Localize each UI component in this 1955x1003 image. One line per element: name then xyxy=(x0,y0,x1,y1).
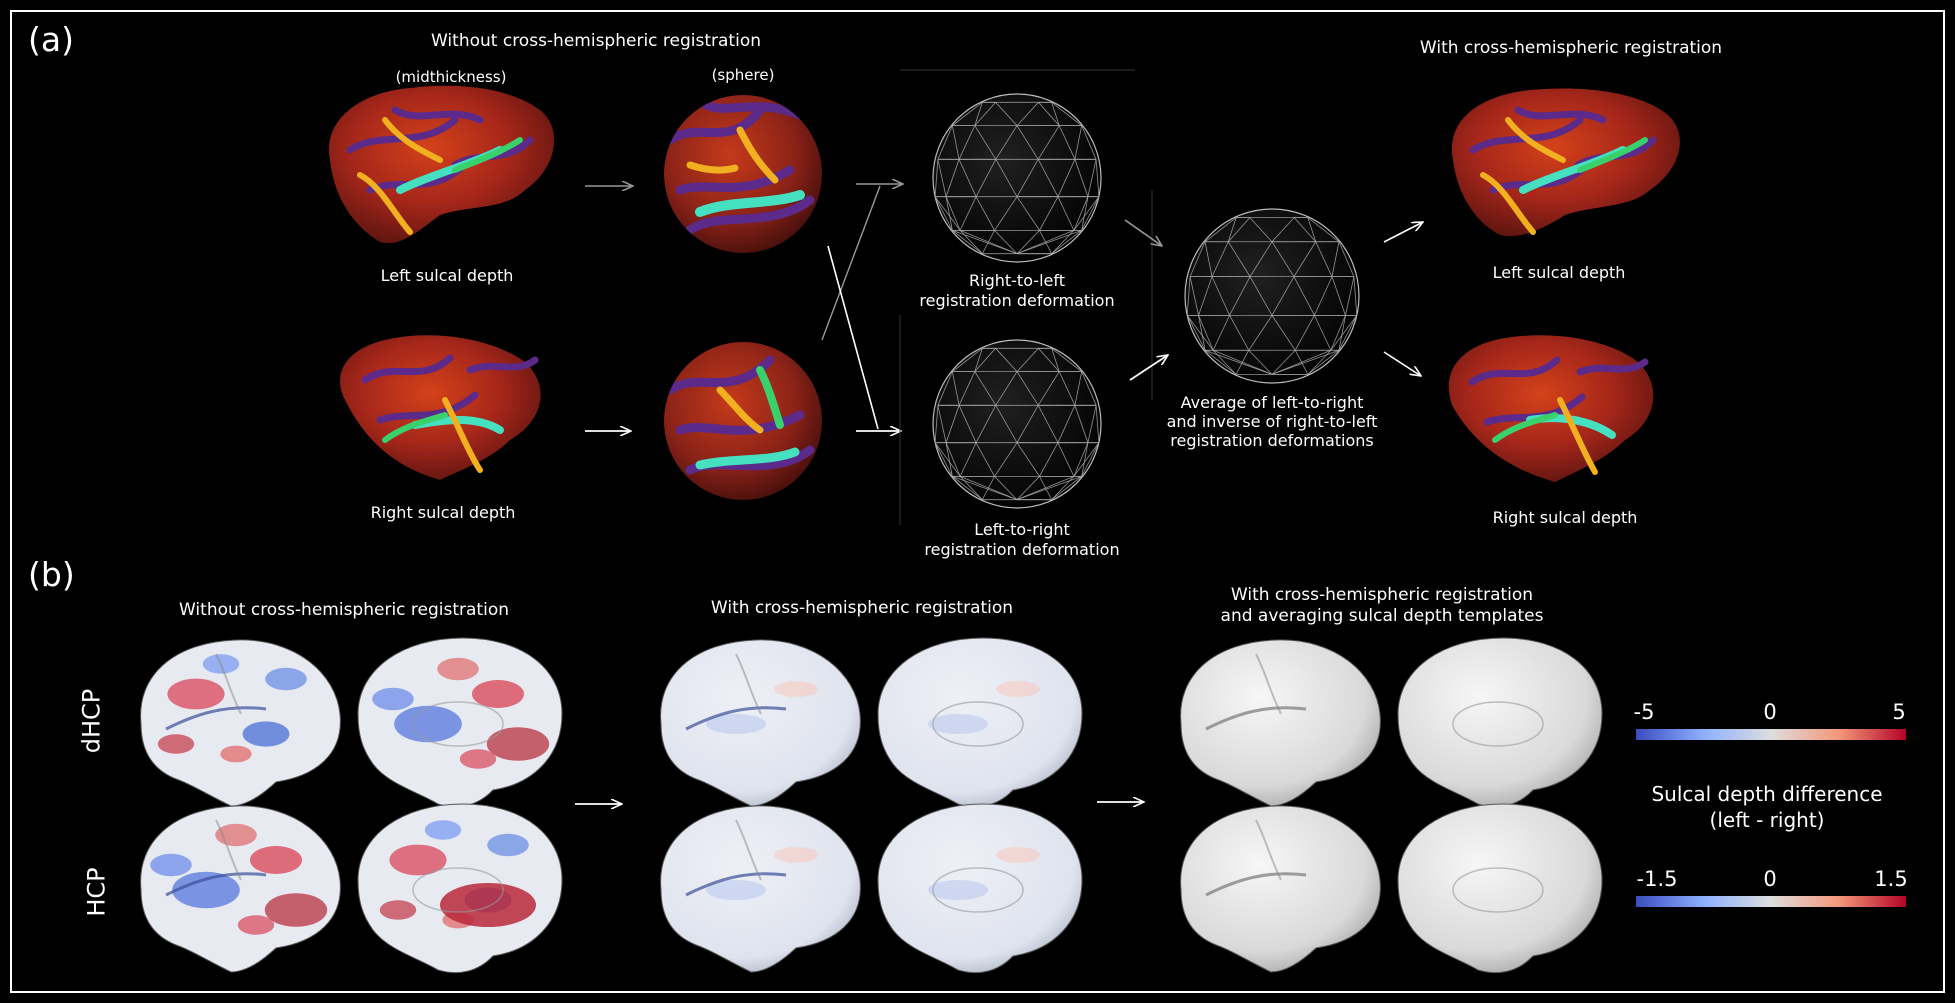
arrow-cross-down xyxy=(827,245,879,430)
l2r-label-line2: registration deformation xyxy=(924,540,1120,559)
brain-c3-r2-medial xyxy=(1397,803,1603,974)
panel-b-brains xyxy=(140,637,1603,974)
brain-c3-r1-medial xyxy=(1397,637,1603,808)
r2l-label-line2: registration deformation xyxy=(919,291,1115,310)
brain-c1-r2-lateral xyxy=(140,805,341,973)
col1-title: Without cross-hemispheric registration xyxy=(179,600,509,620)
without-registration-title: Without cross-hemispheric registration xyxy=(431,31,761,51)
brain-c1-r1-medial xyxy=(357,637,563,808)
sphere-label: (sphere) xyxy=(711,66,775,84)
left-sulcal-after-label: Left sulcal depth xyxy=(1492,263,1626,282)
avg-label-line1: Average of left-to-right xyxy=(1180,393,1364,412)
brain-c3-r2-lateral xyxy=(1180,805,1381,973)
cbar2-min: -1.5 xyxy=(1636,867,1678,891)
cbar1-mid: 0 xyxy=(1763,700,1777,724)
col3-title-line1: With cross-hemispheric registration xyxy=(1230,585,1534,605)
l2r-deformation-mesh xyxy=(932,339,1102,509)
right-brain-midthickness xyxy=(340,335,541,480)
panel-a-label: (a) xyxy=(28,20,74,59)
brain-c2-r1-medial xyxy=(877,637,1083,808)
r2l-label-line1: Right-to-left xyxy=(969,271,1065,290)
cbar-title-line1: Sulcal depth difference xyxy=(1651,782,1883,806)
brain-c2-r2-lateral xyxy=(660,805,861,973)
arrow-r2l-to-avg xyxy=(1124,219,1162,246)
left-brain-registered xyxy=(1451,88,1680,237)
panel-b-label: (b) xyxy=(28,555,75,594)
arrow-l2r-to-avg xyxy=(1129,355,1168,381)
col2-title: With cross-hemispheric registration xyxy=(710,598,1014,618)
brain-c1-r1-lateral xyxy=(140,639,341,807)
brain-c2-r2-medial xyxy=(877,803,1083,974)
right-sulcal-sphere xyxy=(664,342,822,500)
right-sulcal-depth-label: Right sulcal depth xyxy=(370,503,516,522)
arrow-avg-to-right xyxy=(1383,351,1421,376)
left-brain-midthickness xyxy=(328,85,555,244)
col3-title-line2: and averaging sulcal depth templates xyxy=(1220,606,1544,626)
l2r-label-line1: Left-to-right xyxy=(974,520,1070,539)
with-registration-title: With cross-hemispheric registration xyxy=(1419,38,1723,58)
r2l-deformation-mesh xyxy=(932,93,1102,263)
arrow-avg-to-left xyxy=(1383,222,1423,243)
cbar2-mid: 0 xyxy=(1763,867,1777,891)
cbar2-max: 1.5 xyxy=(1874,867,1908,891)
cbar-title-line2: (left - right) xyxy=(1709,808,1825,832)
average-deformation-mesh xyxy=(1184,208,1360,384)
colorbar-bottom xyxy=(1636,896,1906,907)
left-sulcal-sphere xyxy=(664,95,822,253)
midthickness-label: (midthickness) xyxy=(395,68,507,86)
brain-c3-r1-lateral xyxy=(1180,639,1381,807)
right-brain-registered xyxy=(1448,335,1654,482)
arrow-cross-up xyxy=(821,185,881,341)
avg-label-line3: registration deformations xyxy=(1170,431,1374,450)
avg-label-line2: and inverse of right-to-left xyxy=(1166,412,1378,431)
cbar1-max: 5 xyxy=(1892,700,1906,724)
brain-c1-r2-medial xyxy=(357,803,563,974)
cbar1-min: -5 xyxy=(1633,700,1655,724)
right-sulcal-after-label: Right sulcal depth xyxy=(1492,508,1638,527)
brain-c2-r1-lateral xyxy=(660,639,861,807)
figure-frame xyxy=(10,10,1945,993)
left-sulcal-depth-label: Left sulcal depth xyxy=(380,266,514,285)
colorbar-top xyxy=(1636,729,1906,740)
